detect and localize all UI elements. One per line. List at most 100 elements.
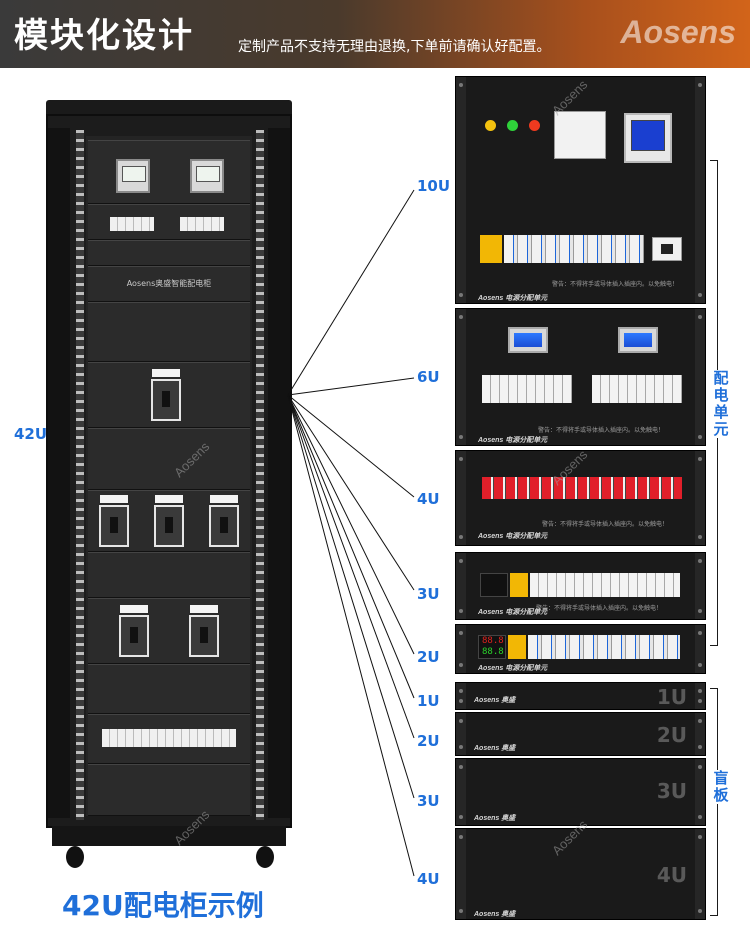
connector-line (287, 394, 415, 699)
mount-ear (695, 451, 705, 545)
mount-ear (695, 829, 705, 919)
cabinet-blank-panel (88, 552, 250, 598)
led-display (480, 573, 508, 597)
mount-ear (695, 625, 705, 673)
cabinet-blank-panel (88, 664, 250, 714)
tag-plate (120, 605, 148, 613)
breaker-strip (482, 375, 572, 403)
connector-line (287, 377, 415, 396)
tag-plate (100, 495, 128, 503)
ups-output-breaker-icon (189, 615, 219, 657)
mounting-rail-right (256, 130, 264, 820)
connector-line (287, 394, 415, 655)
digital-meter-icon (624, 113, 672, 163)
breaker-strip (592, 375, 682, 403)
terminal-block-icon (480, 235, 502, 263)
mount-ear (456, 77, 466, 303)
mount-ear (456, 451, 466, 545)
module-brand: Aosens 奥盛 (474, 911, 516, 918)
mount-ear (695, 713, 705, 755)
blank-panel-3u: Aosens 奥盛 3U (455, 758, 706, 826)
connector-line (287, 394, 415, 799)
breaker-row (180, 217, 224, 231)
lcd-meter-icon (508, 327, 548, 353)
mount-ear (695, 553, 705, 619)
connector-line (287, 394, 415, 498)
module-brand: Aosens 电源分配单元 (478, 609, 548, 616)
lcd-screen (514, 333, 542, 347)
mount-ear (456, 553, 466, 619)
module-brand: Aosens 奥盛 (474, 745, 516, 752)
lcd-meter-icon (618, 327, 658, 353)
module-brand: Aosens 电源分配单元 (478, 437, 548, 444)
caster-wheel-icon (256, 846, 274, 868)
cabinet-blank-panel (88, 302, 250, 362)
meter-screen (631, 120, 665, 151)
breaker-strip (530, 573, 680, 597)
indicator-lamp-icon (529, 120, 540, 131)
blank-panel-number: 3U (656, 779, 687, 803)
connector-line (287, 394, 415, 591)
terminal-block-icon (508, 635, 526, 659)
ups-breaker-icon (99, 505, 129, 547)
analog-meter-icon (190, 159, 224, 193)
surge-protector-icon (554, 111, 606, 159)
power-unit-group-label: 配电单元 (712, 369, 730, 438)
cabinet-main-breaker-panel (88, 362, 250, 428)
blank-panel-number: 4U (656, 863, 687, 887)
mount-ear (695, 309, 705, 445)
tag-plate (155, 495, 183, 503)
indicator-lamp-icon (485, 120, 496, 131)
blank-panel-4u: Aosens 奥盛 4U (455, 828, 706, 920)
module-brand: Aosens 奥盛 (474, 815, 516, 822)
cabinet-branch-breaker-panel (88, 714, 250, 764)
blank-panel-group-label: 盲板 (712, 769, 730, 804)
ups-output-breaker-icon (119, 615, 149, 657)
module-size-label: 1U (417, 692, 440, 710)
led-display: 88.8 88.8 (478, 635, 506, 659)
ups-breaker-icon (154, 505, 184, 547)
lcd-screen (624, 333, 652, 347)
cabinet-side-right (268, 128, 290, 818)
module-warning: 警告：不得将手或导体插入插座内。以免触电！ (536, 605, 663, 612)
page-title: 模块化设计 (14, 16, 194, 56)
mount-ear (695, 683, 705, 709)
blank-panel-1u: Aosens 奥盛 1U (455, 682, 706, 710)
module-warning: 警告：不得将手或导体插入插座内。以免触电！ (552, 281, 679, 288)
module-size-label: 3U (417, 585, 440, 603)
module-brand: Aosens 奥盛 (474, 697, 516, 704)
cabinet-caption: 42U配电柜示例 (62, 889, 264, 922)
tag-plate (210, 495, 238, 503)
mount-ear (695, 77, 705, 303)
power-unit-2u: 88.8 88.8 Aosens 电源分配单元 (455, 624, 706, 674)
connector-line (287, 189, 415, 396)
cabinet-ups-breaker-panel (88, 490, 250, 552)
module-brand: Aosens 电源分配单元 (478, 295, 548, 302)
module-size-label: 2U (417, 648, 440, 666)
module-warning: 警告：不得将手或导体插入插座内。以免触电！ (542, 521, 669, 528)
power-unit-10u: 警告：不得将手或导体插入插座内。以免触电！ Aosens 电源分配单元 (455, 76, 706, 304)
module-warning: 警告：不得将手或导体插入插座内。以免触电！ (538, 427, 665, 434)
connector-line (287, 394, 415, 877)
cabinet-breaker-panel-top (88, 204, 250, 240)
mount-ear (456, 683, 466, 709)
cabinet-meter-panel (88, 140, 250, 204)
module-size-label: 6U (417, 368, 440, 386)
cabinet-blank-panel (88, 764, 250, 816)
module-size-label: 2U (417, 732, 440, 750)
analog-meter-icon (116, 159, 150, 193)
blank-panel-2u: Aosens 奥盛 2U (455, 712, 706, 756)
tag-plate (152, 369, 180, 377)
cabinet-blank-panel (88, 240, 250, 266)
module-size-label: 4U (417, 490, 440, 508)
cabinet-height-label: 42U (14, 425, 48, 443)
caster-wheel-icon (66, 846, 84, 868)
ups-breaker-icon (209, 505, 239, 547)
breaker-strip (528, 635, 680, 659)
mount-ear (695, 759, 705, 825)
header-banner: 模块化设计 定制产品不支持无理由退换,下单前请确认好配置。 Aosens (0, 0, 750, 68)
mount-ear (456, 713, 466, 755)
mount-ear (456, 625, 466, 673)
connector-line (287, 394, 415, 739)
blank-panel-number: 2U (656, 723, 687, 747)
